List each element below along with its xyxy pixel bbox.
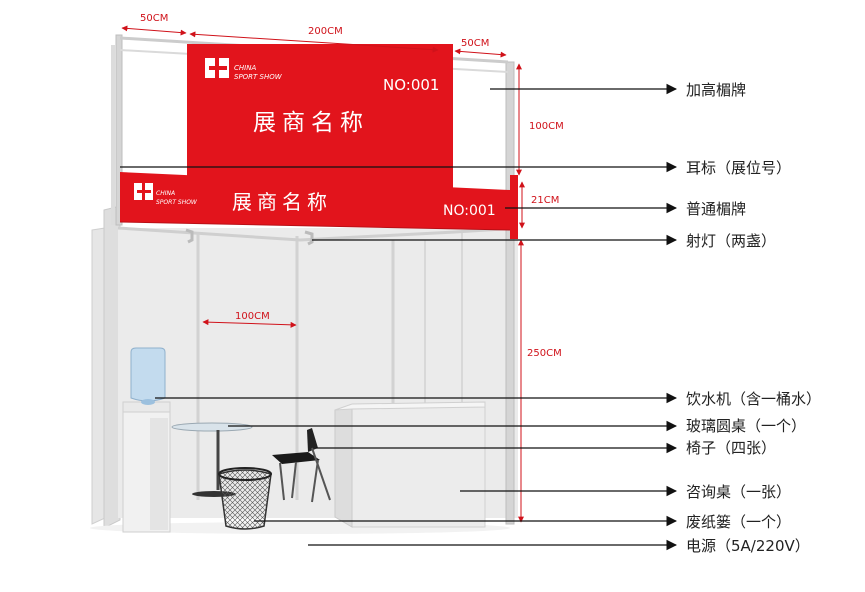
callout-ear-tag: 耳标（展位号） [686, 159, 792, 177]
dim-panel-width: 100CM [235, 311, 270, 322]
dim-line-top-center [189, 31, 439, 53]
callout-fascia: 普通楣牌 [686, 200, 747, 218]
fascia-text: CHINA SPORT SHOW NO:001 展商名称 CHINA SPORT… [134, 58, 496, 219]
water-bottle [130, 347, 166, 402]
water-dispenser-side [150, 418, 168, 530]
raised-exhibitor-name: 展商名称 [253, 110, 369, 136]
water-bottle-neck [141, 399, 155, 405]
logo-icon [205, 58, 229, 78]
raised-fascia [187, 44, 453, 188]
dim-wall-height: 250CM [527, 348, 562, 359]
waste-basket-rim [218, 467, 272, 481]
fascia-logo-line2: SPORT SHOW [156, 199, 198, 206]
fascia-bottom-edge [119, 221, 511, 231]
furniture [122, 347, 486, 533]
booth-structure [90, 34, 519, 534]
callout-chairs: 椅子（四张） [686, 439, 777, 457]
fascia-exhibitor-name: 展商名称 [232, 190, 332, 214]
callout-leaders [120, 83, 678, 551]
dim-fascia-height: 21CM [531, 195, 559, 206]
callout-consult-desk: 咨询桌（一张） [686, 483, 792, 501]
logo-line1: CHINA [234, 64, 256, 72]
glass-table-top [171, 422, 253, 432]
fascia-booth-number: NO:001 [443, 203, 496, 219]
dim-line-panel-width [202, 319, 297, 328]
callout-waste-basket: 废纸篓（一个） [686, 513, 792, 531]
dimensions [121, 25, 525, 523]
consult-desk-top [334, 401, 486, 411]
callout-power: 电源（5A/220V） [686, 537, 810, 555]
right-post [505, 61, 515, 525]
callout-spotlight: 射灯（两盏） [686, 232, 777, 250]
dim-line-top-left [121, 25, 187, 36]
callout-raised-fascia: 加高楣牌 [686, 81, 747, 99]
chair [272, 428, 331, 503]
raised-booth-number: NO:001 [383, 76, 439, 94]
logo-icon [134, 183, 153, 200]
dim-top-left: 50CM [140, 13, 168, 24]
spotlight-left [185, 228, 194, 244]
left-post-rear [111, 45, 115, 225]
callout-glass-table: 玻璃圆桌（一个） [686, 417, 807, 435]
logo-line2: SPORT SHOW [234, 73, 283, 81]
dim-top-center: 200CM [308, 26, 343, 37]
callout-water-dispenser: 饮水机（含一桶水） [686, 390, 822, 408]
left-wall-inner [103, 205, 121, 529]
consult-desk-front [351, 403, 486, 528]
dimension-labels: 50CM 200CM 50CM 100CM 21CM 100CM 250CM [140, 13, 564, 359]
fascia-logo-line1: CHINA [156, 190, 175, 197]
dim-raised-height: 100CM [529, 121, 564, 132]
consult-desk-side [334, 406, 353, 528]
waste-basket [218, 469, 272, 530]
main-fascia [120, 172, 510, 230]
ear-tag [510, 175, 518, 239]
dim-line-top-right [454, 48, 507, 58]
left-post [115, 34, 123, 226]
dim-top-right: 50CM [461, 38, 489, 49]
spotlight-right [304, 230, 314, 246]
